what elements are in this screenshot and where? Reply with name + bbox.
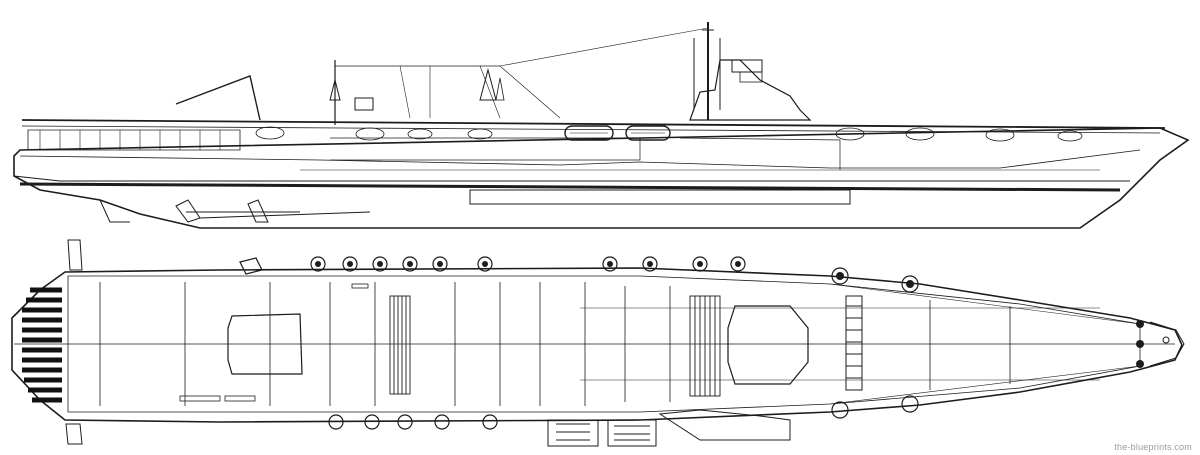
bow-pennant: [175, 75, 261, 121]
top-plan-view: [11, 239, 1185, 447]
hull-outline: [13, 127, 1190, 229]
bow-catapult: [845, 295, 863, 391]
boot-topping: [19, 182, 1121, 192]
rigging-1: [499, 27, 709, 67]
forward-elevator: [727, 305, 809, 385]
forward-elevator-stripes: [689, 295, 721, 397]
watermark-text: the-blueprints.com: [1114, 442, 1192, 452]
propellers-and-shafts: [99, 199, 371, 223]
aft-elevator: [227, 313, 303, 375]
gallery-deck: [27, 129, 241, 151]
side-profile-view: [13, 22, 1190, 229]
belt-line: [469, 189, 851, 205]
port-gun-tubs: [239, 256, 919, 293]
waterline: [13, 175, 1130, 182]
boat-bay-1: [564, 125, 614, 141]
arresting-wires: [99, 282, 1011, 406]
starboard-gun-tubs: [328, 395, 919, 430]
flight-deck-edge: [21, 119, 1166, 129]
stern-stripes: [22, 287, 62, 403]
stern-detail: [67, 239, 83, 271]
boat-bay-2: [625, 125, 671, 141]
island-plan: [547, 409, 791, 447]
mid-elevator: [389, 295, 411, 395]
deck-outline: [11, 267, 1183, 423]
side-gun-sponsons: [255, 126, 1083, 142]
bow-detail: [1149, 321, 1185, 367]
